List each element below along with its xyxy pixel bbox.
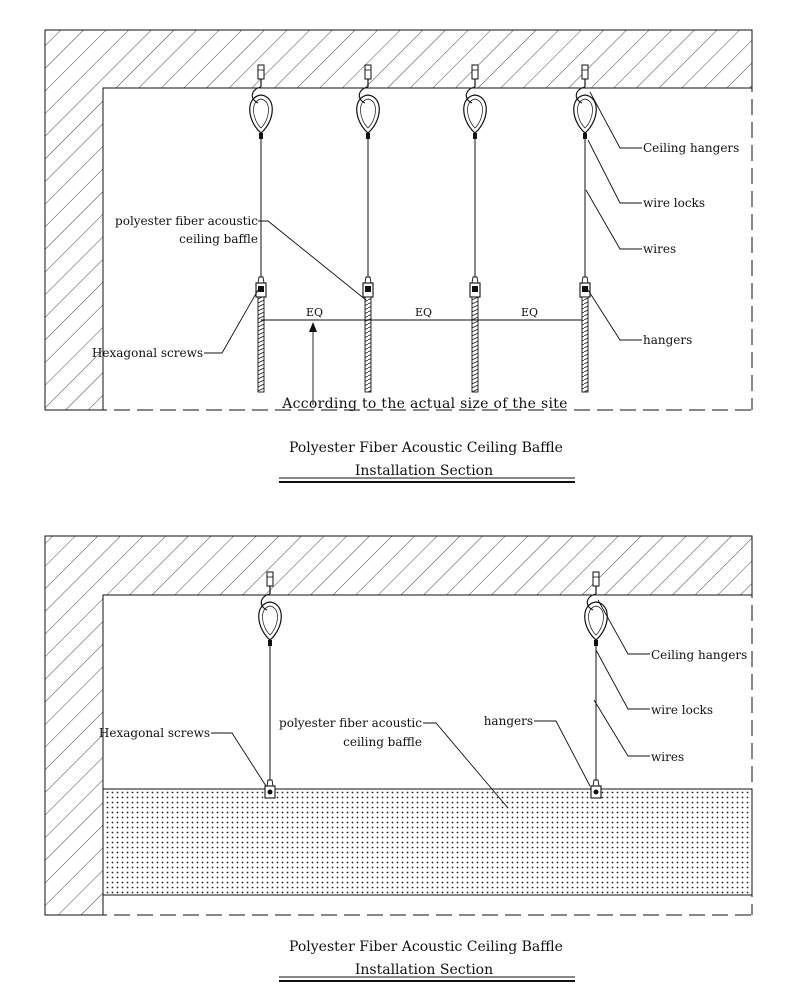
wire-loop-inner bbox=[588, 605, 604, 636]
baffle-edge bbox=[471, 296, 479, 393]
baffle-edge bbox=[364, 296, 372, 393]
acoustic-baffle-panel bbox=[102, 788, 753, 896]
label-hex-screws: Hexagonal screws bbox=[99, 726, 210, 740]
wire-loop bbox=[356, 94, 380, 134]
hanger-assembly bbox=[463, 64, 487, 393]
wire-loop bbox=[463, 94, 487, 134]
hexagonal-screw bbox=[593, 789, 599, 795]
ceiling-anchor bbox=[471, 64, 479, 80]
section-1-title-line2: Installation Section bbox=[355, 463, 493, 479]
label-wire-locks: wire locks bbox=[651, 703, 713, 717]
leader-wires bbox=[585, 189, 642, 250]
leader-hangers bbox=[534, 720, 591, 787]
wire-lock-lower bbox=[266, 779, 274, 787]
wire-loop-inner bbox=[360, 98, 376, 129]
label-ceiling-hangers: Ceiling hangers bbox=[651, 648, 747, 662]
wire-loop bbox=[258, 601, 282, 641]
section-1: EQ EQ EQ According to the actual size of… bbox=[44, 29, 753, 483]
hexagonal-screw bbox=[582, 286, 588, 292]
label-baffle-line2: ceiling baffle bbox=[343, 735, 422, 749]
label-wires: wires bbox=[643, 242, 676, 256]
wire-lock-lower bbox=[471, 276, 479, 284]
wire-lock-lower bbox=[581, 276, 589, 284]
leader-ceiling-hangers bbox=[589, 91, 642, 149]
hanger-assembly bbox=[258, 571, 282, 799]
wire-lock bbox=[583, 133, 587, 139]
wire-lock-lower bbox=[364, 276, 372, 284]
leader-hex-screws bbox=[211, 732, 267, 787]
label-ceiling-hangers: Ceiling hangers bbox=[643, 141, 739, 155]
leader-wires bbox=[593, 699, 650, 757]
leader-wire-locks bbox=[587, 139, 642, 204]
baffle-edge bbox=[257, 296, 265, 393]
label-baffle-line1: polyester fiber acoustic bbox=[115, 214, 258, 228]
wire-lock-lower bbox=[592, 779, 600, 787]
leader-hangers bbox=[587, 289, 642, 341]
site-note: According to the actual size of the site bbox=[281, 396, 568, 412]
eq-label-2: EQ bbox=[415, 306, 432, 319]
wire-lock bbox=[473, 133, 477, 139]
leader-hex-screws bbox=[204, 289, 259, 354]
hanger-assembly bbox=[249, 64, 273, 393]
section-1-title-line1: Polyester Fiber Acoustic Ceiling Baffle bbox=[289, 440, 563, 456]
label-hangers: hangers bbox=[643, 333, 692, 347]
dimension-arrow bbox=[309, 322, 317, 332]
wire-loop-inner bbox=[467, 98, 483, 129]
ceiling-anchor bbox=[592, 571, 600, 587]
wire-loop bbox=[573, 94, 597, 134]
section-2: Ceiling hangers wire locks wires hangers… bbox=[44, 535, 753, 982]
wire-loop bbox=[249, 94, 273, 134]
hexagonal-screw bbox=[258, 286, 264, 292]
eq-label-1: EQ bbox=[306, 306, 323, 319]
leader-baffle bbox=[258, 220, 367, 301]
hexagonal-screw bbox=[472, 286, 478, 292]
section-2-title-line2: Installation Section bbox=[355, 962, 493, 978]
baffle-edge bbox=[581, 296, 589, 393]
hanger-assembly bbox=[584, 571, 608, 799]
label-baffle-line1: polyester fiber acoustic bbox=[279, 716, 422, 730]
ceiling-anchor bbox=[257, 64, 265, 80]
wire-lock bbox=[268, 640, 272, 646]
eq-label-3: EQ bbox=[521, 306, 538, 319]
label-hex-screws: Hexagonal screws bbox=[92, 346, 203, 360]
wire-loop-inner bbox=[262, 605, 278, 636]
ceiling-anchor bbox=[581, 64, 589, 80]
wire-lock-lower bbox=[257, 276, 265, 284]
leader-ceiling-hangers bbox=[597, 599, 650, 655]
wire-lock bbox=[366, 133, 370, 139]
section-2-title-line1: Polyester Fiber Acoustic Ceiling Baffle bbox=[289, 939, 563, 955]
ceiling-anchor bbox=[364, 64, 372, 80]
leader-wire-locks bbox=[595, 649, 650, 710]
wire-loop-inner bbox=[253, 98, 269, 129]
label-wires: wires bbox=[651, 750, 684, 764]
label-baffle-line2: ceiling baffle bbox=[179, 232, 258, 246]
hexagonal-screw bbox=[365, 286, 371, 292]
hexagonal-screw bbox=[267, 789, 273, 795]
wire-lock bbox=[594, 640, 598, 646]
hanger-assembly bbox=[356, 64, 380, 393]
ceiling-anchor bbox=[266, 571, 274, 587]
wire-loop bbox=[584, 601, 608, 641]
label-hangers: hangers bbox=[484, 714, 533, 728]
label-wire-locks: wire locks bbox=[643, 196, 705, 210]
leader-baffle bbox=[423, 722, 509, 809]
hanger-assembly bbox=[573, 64, 597, 393]
wire-loop-inner bbox=[577, 98, 593, 129]
wire-lock bbox=[259, 133, 263, 139]
